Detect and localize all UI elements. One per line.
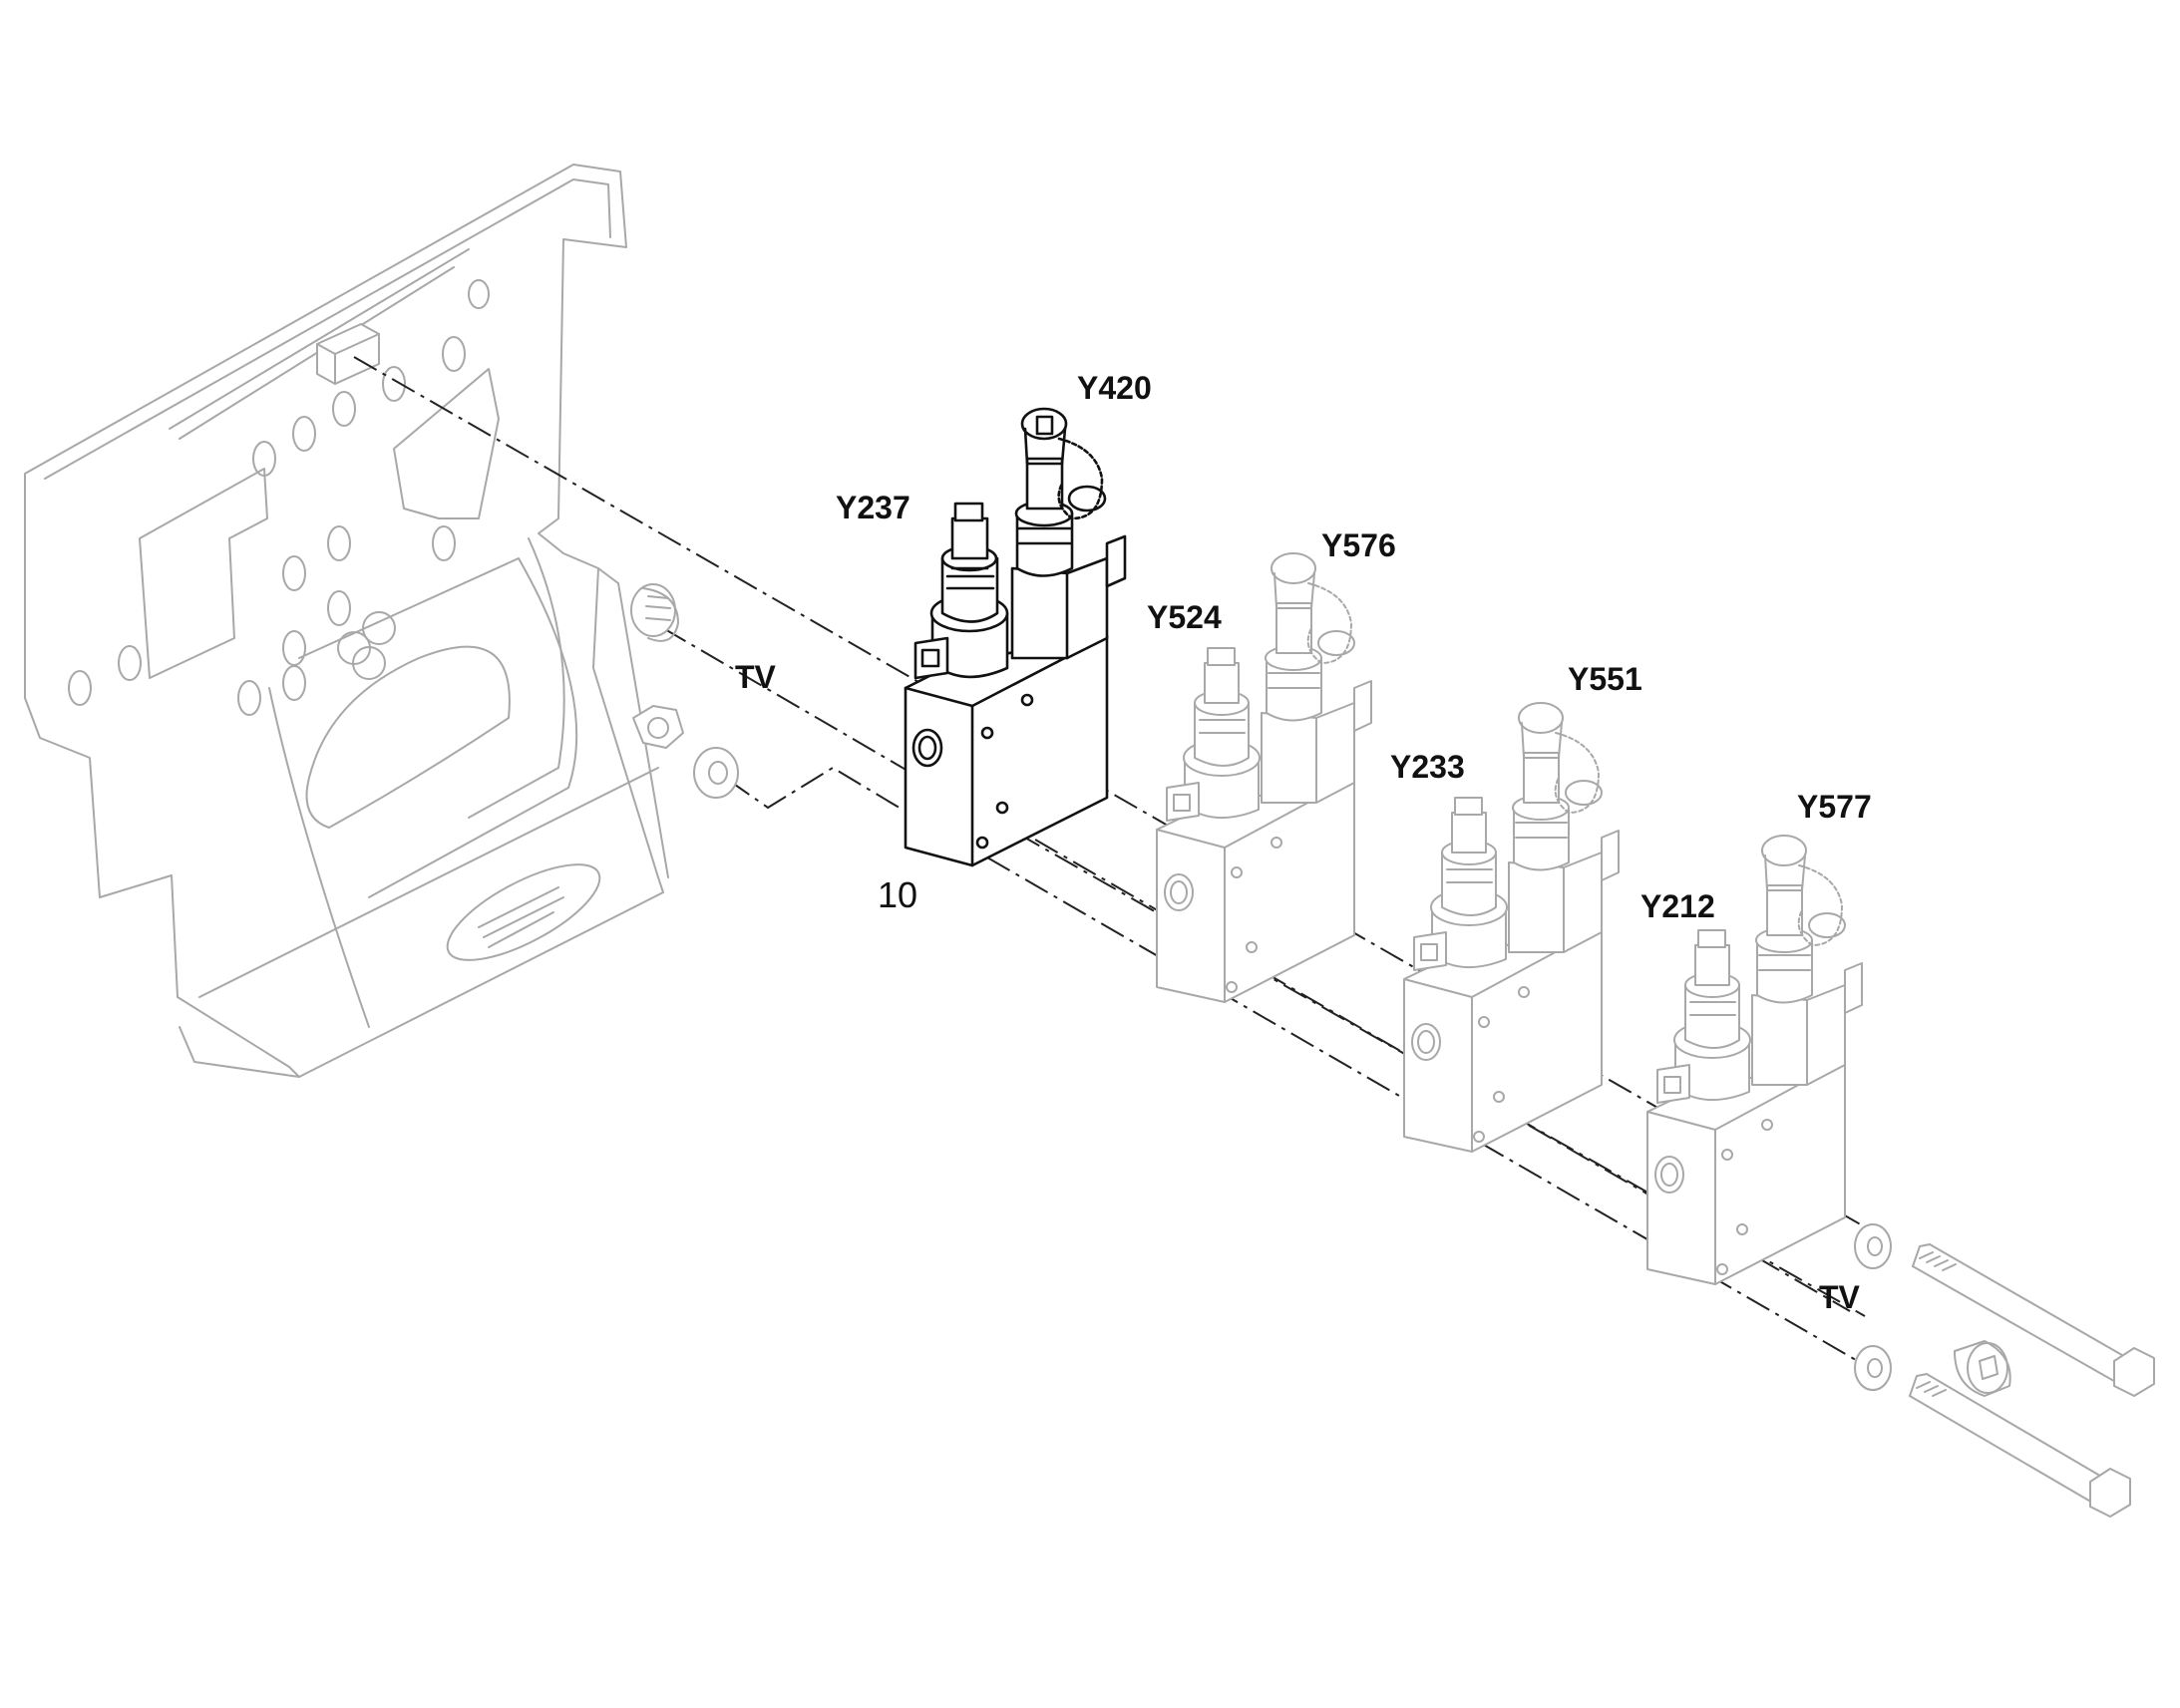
label-y524: Y524 (1147, 599, 1222, 635)
solenoid-y551 (1508, 702, 1620, 953)
solenoid-y233 (1413, 797, 1508, 971)
label-y577: Y577 (1797, 789, 1872, 825)
solenoid-y576 (1261, 552, 1372, 804)
bracket-holes (68, 279, 490, 716)
valve-block-2 (1156, 552, 1372, 1003)
left-washer (693, 747, 739, 799)
label-item-10: 10 (878, 874, 917, 915)
label-y576: Y576 (1321, 527, 1396, 563)
solenoid-y212 (1656, 929, 1751, 1104)
left-nut (632, 705, 684, 749)
valve-block-4 (1646, 835, 1863, 1285)
mounting-bracket (24, 164, 669, 1078)
solenoid-y420 (1010, 407, 1127, 660)
valve-block-10 (904, 407, 1127, 867)
solenoid-y524 (1166, 647, 1261, 822)
nameplate (446, 863, 601, 961)
label-tv-right: TV (1819, 1279, 1861, 1315)
right-plug-tv (1954, 1340, 2011, 1397)
label-y233: Y233 (1390, 749, 1465, 785)
right-washer-bottom (1854, 1345, 1892, 1391)
plate-connector-box (316, 323, 380, 385)
left-plug-tv (630, 583, 679, 642)
right-washer-top (1854, 1223, 1892, 1269)
tie-rod-bottom (1909, 1373, 2131, 1518)
solenoid-y237 (913, 502, 1009, 680)
label-y212: Y212 (1640, 888, 1715, 924)
label-tv-left: TV (735, 659, 777, 695)
label-y237: Y237 (836, 490, 910, 525)
label-y420: Y420 (1077, 370, 1152, 406)
valve-block-3 (1403, 702, 1620, 1153)
solenoid-y577 (1751, 835, 1863, 1086)
label-y551: Y551 (1568, 661, 1642, 697)
callouts: Y420 Y237 Y576 Y524 Y551 Y233 Y577 Y212 … (735, 370, 1872, 1315)
tie-rod-top (1912, 1243, 2155, 1397)
